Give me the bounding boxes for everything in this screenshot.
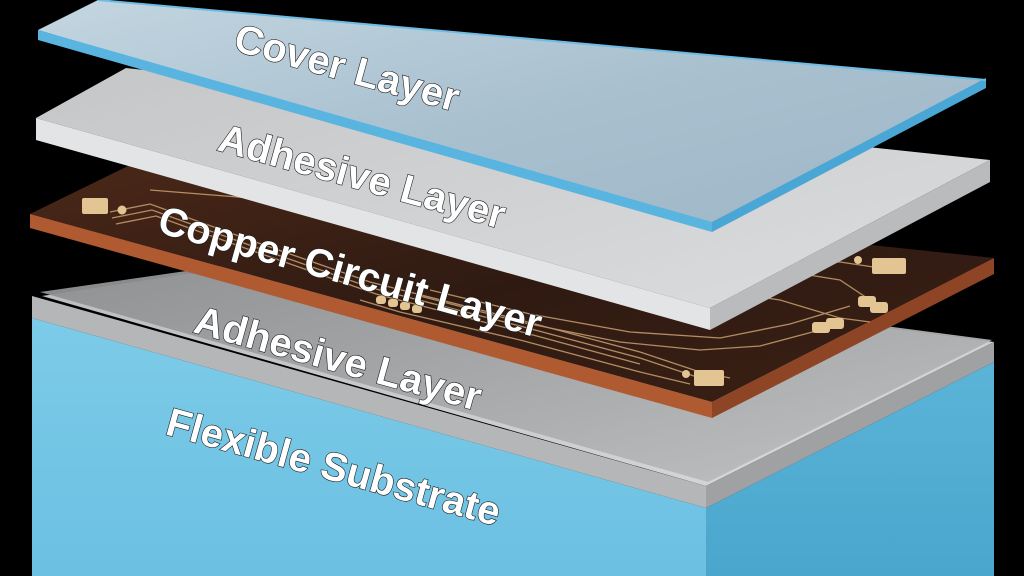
pad-center-2 xyxy=(388,299,398,307)
substrate-side-face xyxy=(706,362,994,576)
cover-layer xyxy=(38,0,987,232)
via-lower xyxy=(682,370,690,378)
pad-center-4 xyxy=(412,305,422,313)
adhesive-upper-front-edge xyxy=(36,118,710,330)
adhesive-layer-upper xyxy=(36,68,990,330)
via-right-1 xyxy=(854,256,862,264)
cover-top-face xyxy=(38,0,986,228)
cover-back-edge xyxy=(97,0,987,81)
pad-lower-right xyxy=(694,370,724,386)
pad-right-5 xyxy=(826,318,844,329)
cover-side-edge xyxy=(712,78,986,232)
copper-side-edge xyxy=(712,258,994,418)
copper-pads xyxy=(82,198,906,386)
copper-circuit-layer xyxy=(30,166,994,418)
pad-upper-left xyxy=(82,198,108,214)
pad-right-1 xyxy=(872,258,906,274)
cover-front-edge xyxy=(38,30,712,232)
pad-center-3 xyxy=(400,302,410,310)
copper-front-edge xyxy=(30,214,712,418)
copper-top-face xyxy=(30,166,994,402)
substrate-top-rim-side xyxy=(706,342,994,508)
substrate-top-rim-front xyxy=(32,296,706,508)
adhesive-upper-side-edge xyxy=(710,160,990,330)
via-upper-left xyxy=(117,205,127,215)
pad-center-1 xyxy=(376,296,386,304)
adhesive-upper-top-face xyxy=(36,68,990,308)
pad-right-4 xyxy=(812,322,830,333)
substrate-front-face xyxy=(32,318,706,576)
pad-right-3 xyxy=(870,302,888,313)
